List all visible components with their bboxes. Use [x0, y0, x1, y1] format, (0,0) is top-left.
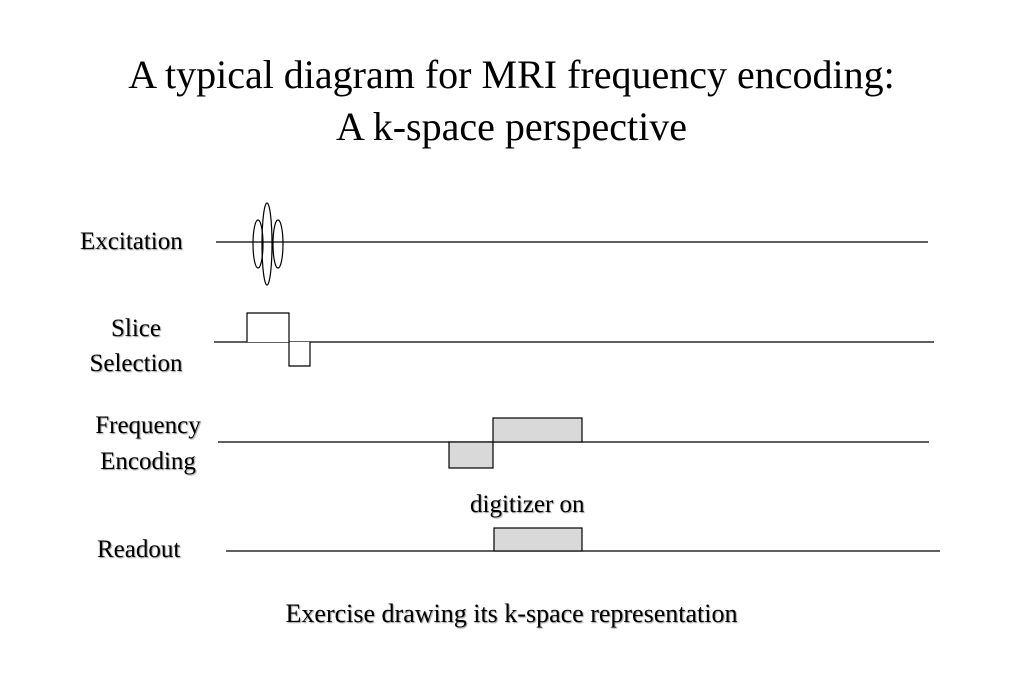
digitizer-on-label: digitizer on — [470, 491, 585, 518]
slice-select-gradient-lobe — [246, 312, 290, 342]
frequency-encoding-label-line-1: Frequency — [95, 412, 201, 439]
slice-selection-label-line-1: Slice — [111, 315, 161, 342]
slice-selection-label-line-2: Selection — [89, 350, 183, 377]
readout-label: Readout — [97, 536, 181, 563]
frequency-prephase-lobe — [448, 441, 494, 469]
exercise-caption: Exercise drawing its k-space representat… — [285, 599, 738, 628]
excitation-label: Excitation — [80, 228, 183, 255]
rf-sinc-pulse — [252, 202, 284, 286]
slice-rephase-gradient-lobe — [288, 342, 311, 367]
digitizer-window — [493, 527, 583, 552]
slide-title-line-1: A typical diagram for MRI frequency enco… — [128, 52, 895, 97]
frequency-readout-lobe — [492, 417, 583, 443]
slide-title-line-2: A k-space perspective — [336, 104, 687, 149]
frequency-encoding-label-line-2: Encoding — [100, 448, 196, 475]
